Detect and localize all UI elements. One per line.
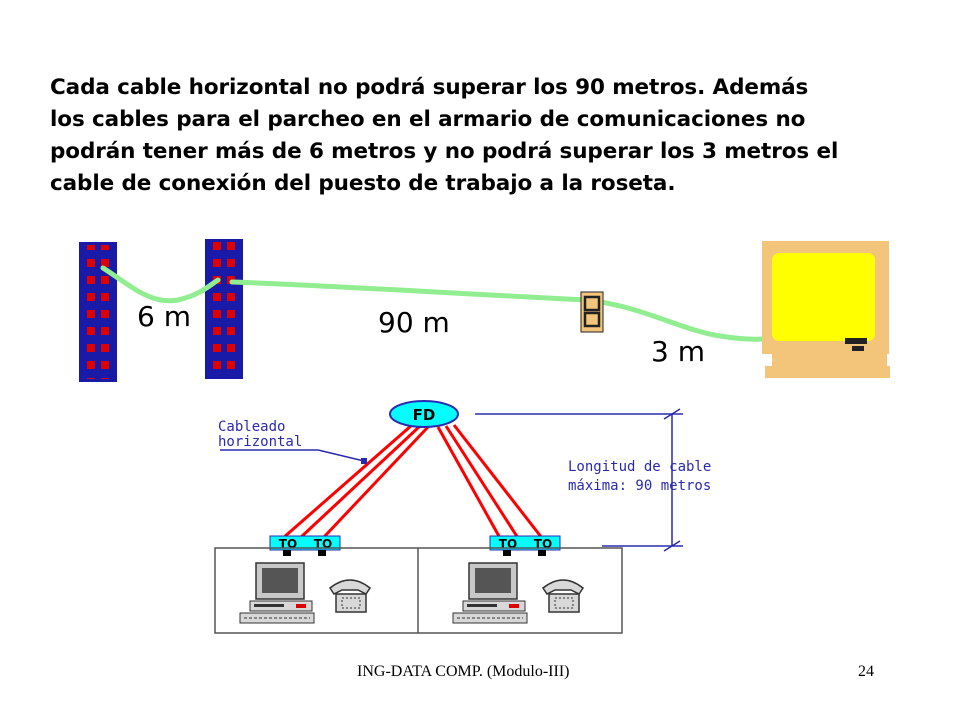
fd-label: FD bbox=[413, 406, 436, 424]
label-3m: 3 m bbox=[651, 335, 705, 368]
cable-label-line2: horizontal bbox=[218, 434, 302, 450]
outlet-label: TO bbox=[279, 537, 297, 551]
body-text: Cada cable horizontal no podrá superar l… bbox=[50, 72, 930, 200]
phone-icon bbox=[541, 579, 585, 613]
label-90m: 90 m bbox=[378, 306, 450, 339]
horizontal-cable bbox=[229, 279, 775, 342]
text-line: podrán tener más de 6 metros y no podrá … bbox=[50, 139, 839, 164]
computer-icon bbox=[239, 562, 315, 624]
outlet-group-right: TO TO bbox=[489, 535, 561, 556]
computer-icon bbox=[452, 562, 528, 624]
fd-hub: FD bbox=[389, 400, 459, 428]
length-label-line1: Longitud de cable bbox=[568, 459, 711, 475]
text-line: Cada cable horizontal no podrá superar l… bbox=[50, 75, 809, 100]
dimension-indicator bbox=[475, 408, 683, 552]
outlet-group-left: TO TO bbox=[269, 535, 341, 556]
page-number: 24 bbox=[858, 663, 874, 680]
monitor-icon bbox=[762, 241, 890, 378]
text-line: los cables para el parcheo en el armario… bbox=[50, 107, 806, 132]
patch-panel-left bbox=[79, 242, 117, 382]
length-label-line2: máxima: 90 metros bbox=[568, 478, 711, 494]
phone-icon bbox=[328, 579, 372, 613]
patch-panel-right bbox=[205, 239, 243, 379]
outlet-label: TO bbox=[314, 537, 332, 551]
cable-label-line1: Cableado bbox=[218, 419, 285, 435]
label-6m: 6 m bbox=[137, 300, 191, 333]
patch-cable bbox=[100, 265, 221, 304]
work-area-box bbox=[214, 547, 623, 634]
horizontal-cables-red bbox=[282, 423, 544, 540]
outlet-label: TO bbox=[499, 537, 517, 551]
outlet-label: TO bbox=[534, 537, 552, 551]
footer-text: ING-DATA COMP. (Modulo-III) bbox=[357, 663, 570, 680]
wall-outlet bbox=[580, 291, 604, 333]
text-line: cable de conexión del puesto de trabajo … bbox=[50, 171, 676, 196]
